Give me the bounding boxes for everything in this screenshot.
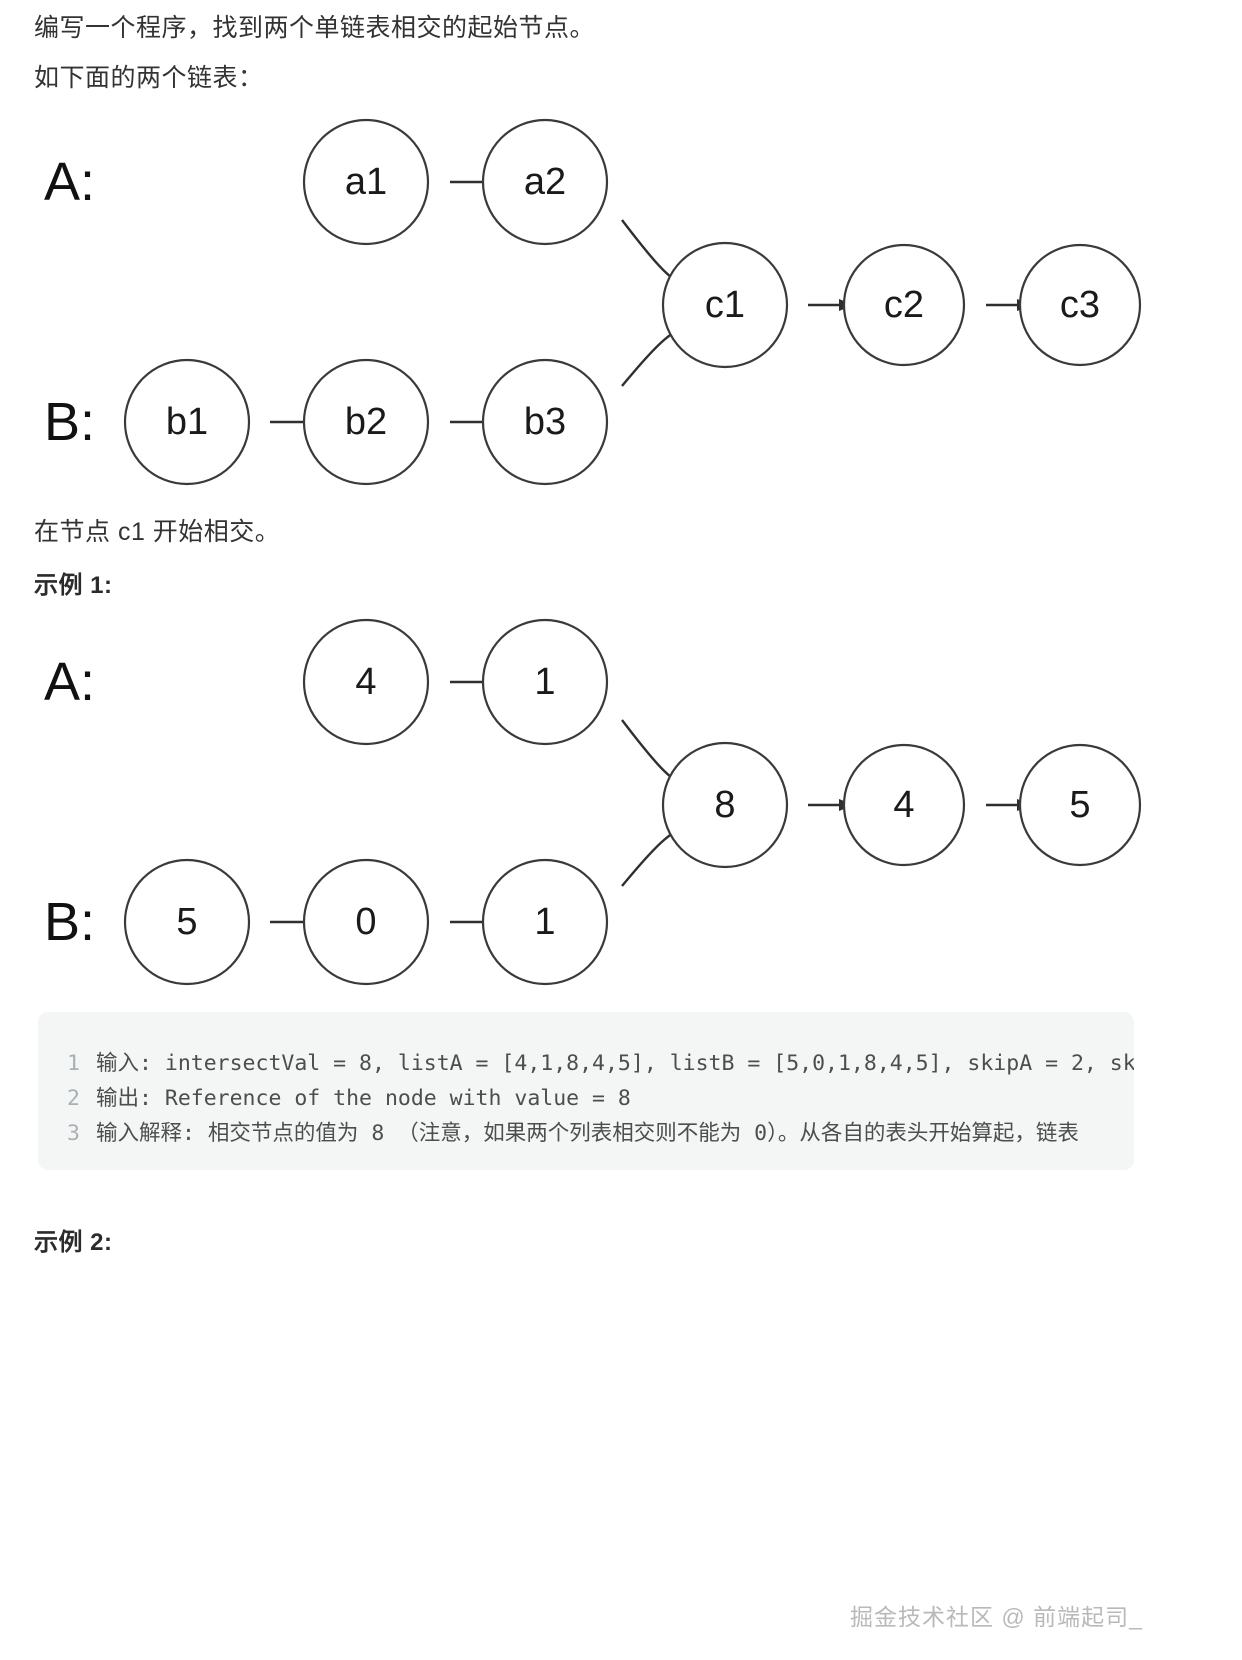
example-2-heading: 示例 2:: [34, 1229, 113, 1256]
node-a1: [302, 118, 430, 246]
watermark: 掘金技术社区 @ 前端起司_: [850, 1604, 1143, 1630]
intro-paragraph-1: 编写一个程序，找到两个单链表相交的起始节点。: [34, 14, 596, 42]
code-line-number: 2: [67, 1086, 80, 1111]
node-b2-label: b2: [345, 401, 387, 443]
node-c1-label: c1: [705, 284, 745, 326]
code-line-number: 3: [67, 1121, 80, 1146]
node-a1-label: a1: [345, 161, 387, 203]
node-shared-1-label: 8: [714, 784, 735, 826]
node-a2-label: 1: [534, 661, 555, 703]
node-b2: [302, 358, 430, 486]
diagram2-label-a: A:: [44, 652, 95, 712]
node-a2: [481, 118, 609, 246]
node-c3: [1018, 243, 1142, 367]
node-shared-3: [1018, 743, 1142, 867]
node-c2: [842, 243, 966, 367]
node-b3-label: b3: [524, 401, 566, 443]
code-line-number: 1: [67, 1051, 80, 1076]
node-shared-1: [661, 741, 789, 869]
node-b3: [481, 858, 609, 986]
node-b2-label: 0: [355, 901, 376, 943]
node-shared-3-label: 5: [1069, 784, 1090, 826]
code-line: 2 输出: Reference of the node with value =…: [38, 1081, 1134, 1116]
node-b1-label: b1: [166, 401, 208, 443]
node-a1: [302, 618, 430, 746]
node-a1-label: 4: [355, 661, 376, 703]
diagram2-label-b: B:: [44, 892, 95, 952]
node-b1: [123, 858, 251, 986]
node-shared-2: [842, 743, 966, 867]
linked-list-diagram-1: A: B: a1 a2: [20, 110, 1160, 500]
diagram1-label-b: B:: [44, 392, 95, 452]
diagram1-label-a: A:: [44, 152, 95, 212]
node-b3: [481, 358, 609, 486]
node-c3-label: c3: [1060, 284, 1100, 326]
node-c1: [661, 241, 789, 369]
node-b3-label: 1: [534, 901, 555, 943]
linked-list-diagram-2: A: B: 4 1 5 0 1: [20, 610, 1160, 1000]
code-line-text: 输入解释: 相交节点的值为 8 （注意，如果两个列表相交则不能为 0）。从各自的…: [96, 1121, 1079, 1146]
node-c2-label: c2: [884, 284, 924, 326]
code-line: 3 输入解释: 相交节点的值为 8 （注意，如果两个列表相交则不能为 0）。从各…: [38, 1116, 1134, 1151]
example-1-heading: 示例 1:: [34, 572, 113, 599]
caption-intersection: 在节点 c1 开始相交。: [34, 518, 281, 546]
node-b2: [302, 858, 430, 986]
node-a2-label: a2: [524, 161, 566, 203]
node-a2: [481, 618, 609, 746]
code-line-text: 输入: intersectVal = 8, listA = [4,1,8,4,5…: [96, 1051, 1134, 1076]
intro-paragraph-2: 如下面的两个链表：: [34, 64, 264, 92]
node-b1: [123, 358, 251, 486]
node-shared-2-label: 4: [893, 784, 914, 826]
code-block-content: 1 输入: intersectVal = 8, listA = [4,1,8,4…: [38, 1012, 1134, 1170]
code-line: 1 输入: intersectVal = 8, listA = [4,1,8,4…: [38, 1046, 1134, 1081]
code-line-text: 输出: Reference of the node with value = 8: [96, 1086, 631, 1111]
code-block[interactable]: 1 输入: intersectVal = 8, listA = [4,1,8,4…: [38, 1012, 1134, 1170]
node-b1-label: 5: [176, 901, 197, 943]
